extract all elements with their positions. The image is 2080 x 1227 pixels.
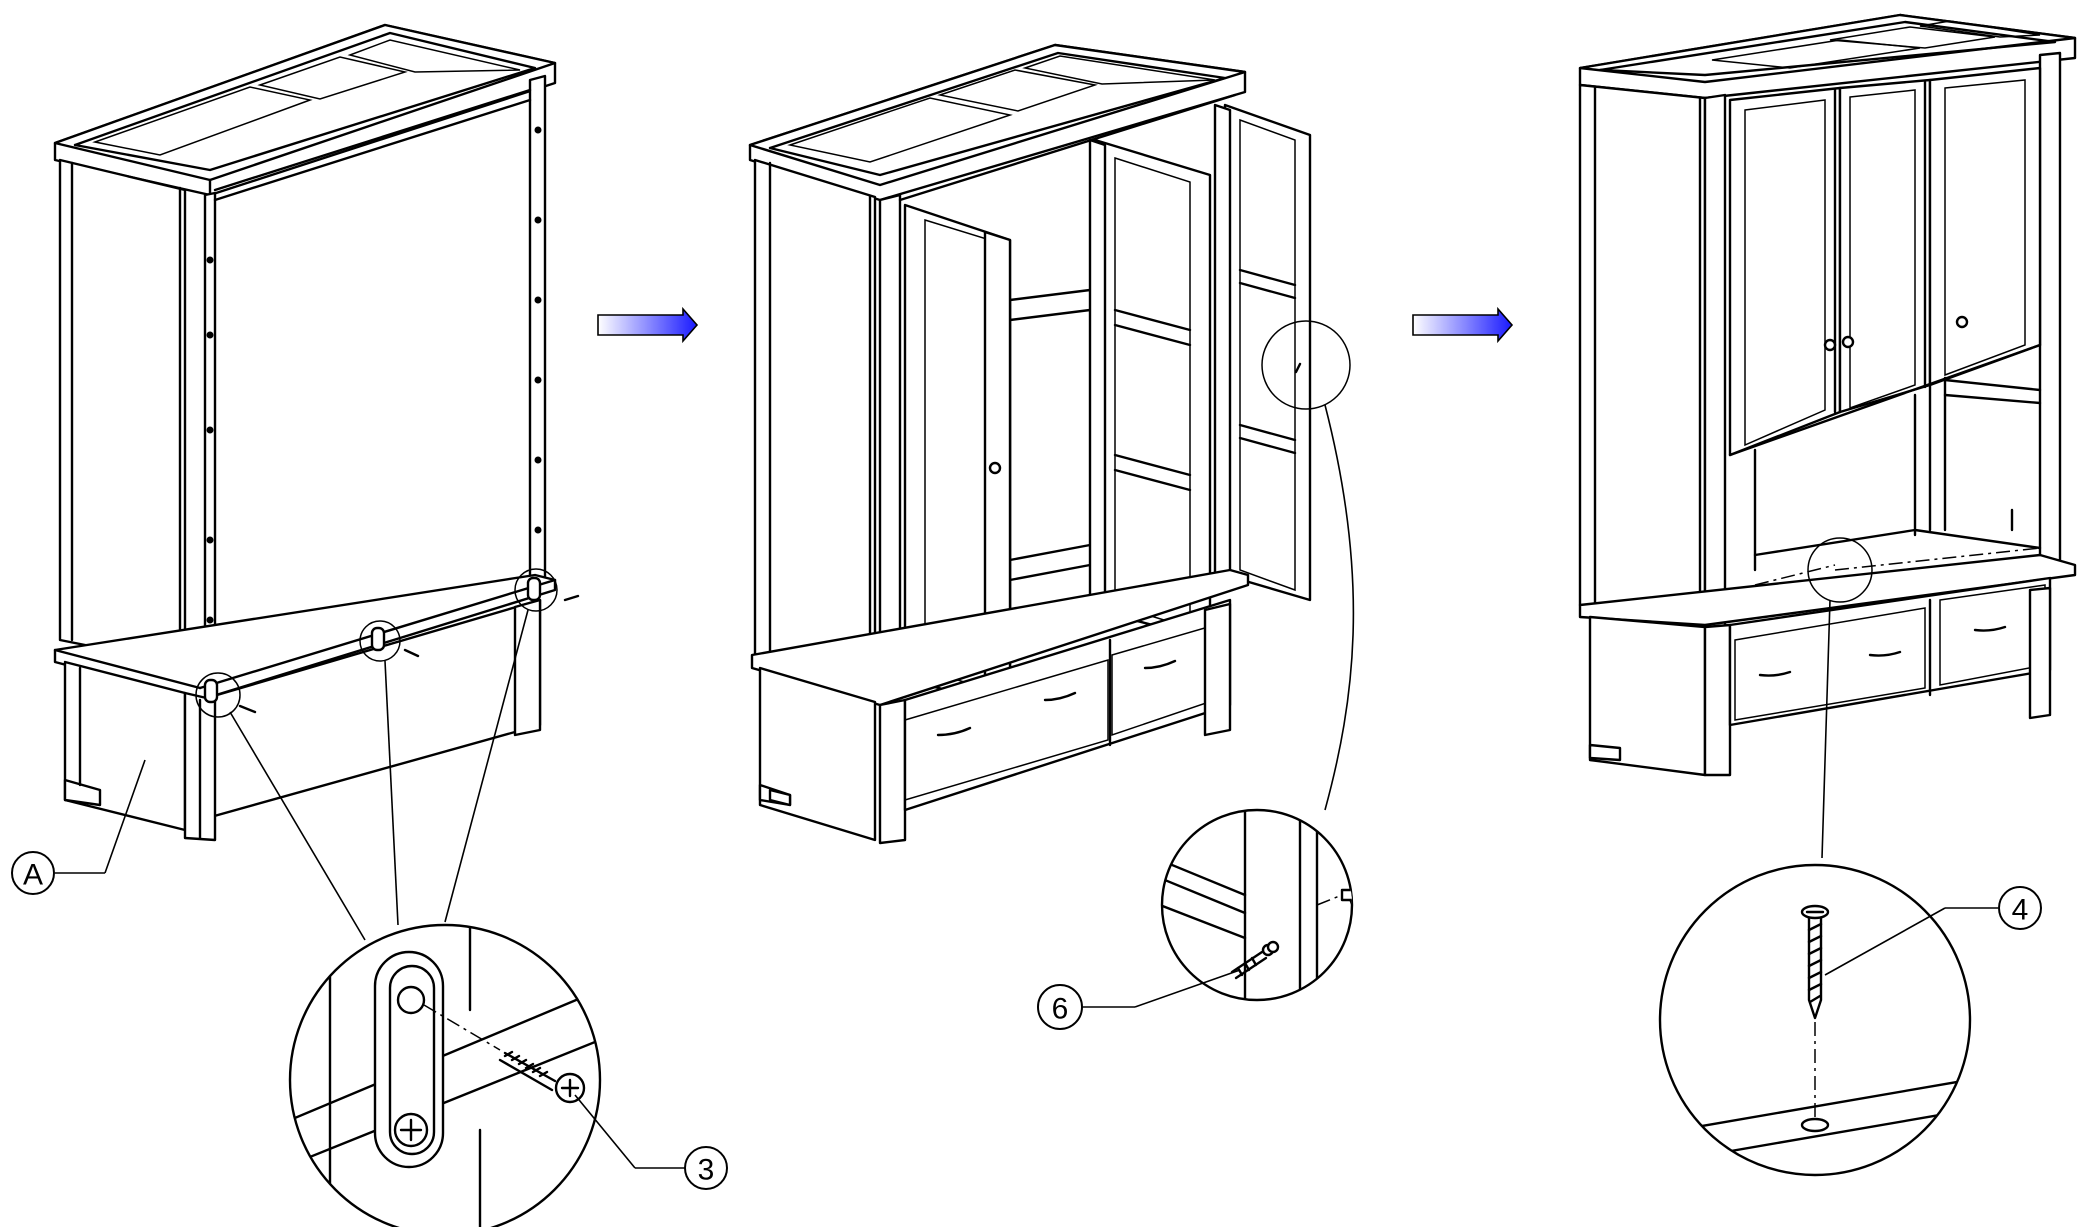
- detail-wood-screw: [1658, 863, 1998, 1177]
- callout-4-label: 4: [2012, 894, 2029, 927]
- callout-a: A: [11, 759, 146, 895]
- screw-6-graphic: [1230, 940, 1280, 980]
- step-arrow-1: [597, 306, 699, 344]
- step-arrow-2: [1412, 306, 1514, 344]
- callout-6: 6: [1037, 969, 1241, 1030]
- rail-screw-dots: [206, 126, 542, 624]
- callout-a-label: A: [23, 859, 43, 892]
- detail-knob-screw: [1160, 808, 1354, 1002]
- callout-3-label: 3: [698, 1154, 715, 1187]
- wardrobe-step-3: [1578, 13, 2077, 859]
- screw-3-graphic: [498, 1050, 586, 1104]
- wardrobe-step-1: [53, 23, 580, 941]
- callout-6-label: 6: [1052, 993, 1069, 1026]
- detail-bracket-screw: [288, 923, 685, 1227]
- callout-4: 4: [1998, 886, 2042, 930]
- knob-graphic: [1316, 877, 1352, 913]
- callout-3: 3: [684, 1146, 728, 1190]
- screw-4-graphic: [1800, 904, 1830, 1020]
- bracket-group-1: [203, 576, 580, 714]
- wardrobe-step-2: [748, 43, 1355, 845]
